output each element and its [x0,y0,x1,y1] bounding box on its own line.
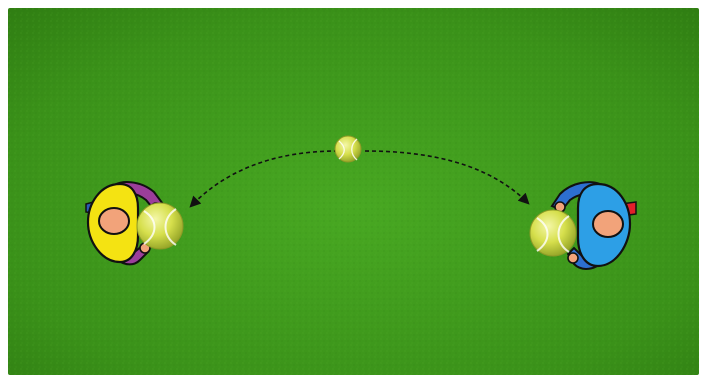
left-player-ball [137,203,183,249]
right-player-head [593,211,623,237]
grass-court [8,8,699,375]
drill-diagram-svg [8,8,699,375]
center-ball [335,136,361,162]
left-player-head [99,208,129,234]
right-player-ball [530,210,576,256]
right-player-hand [568,253,578,263]
